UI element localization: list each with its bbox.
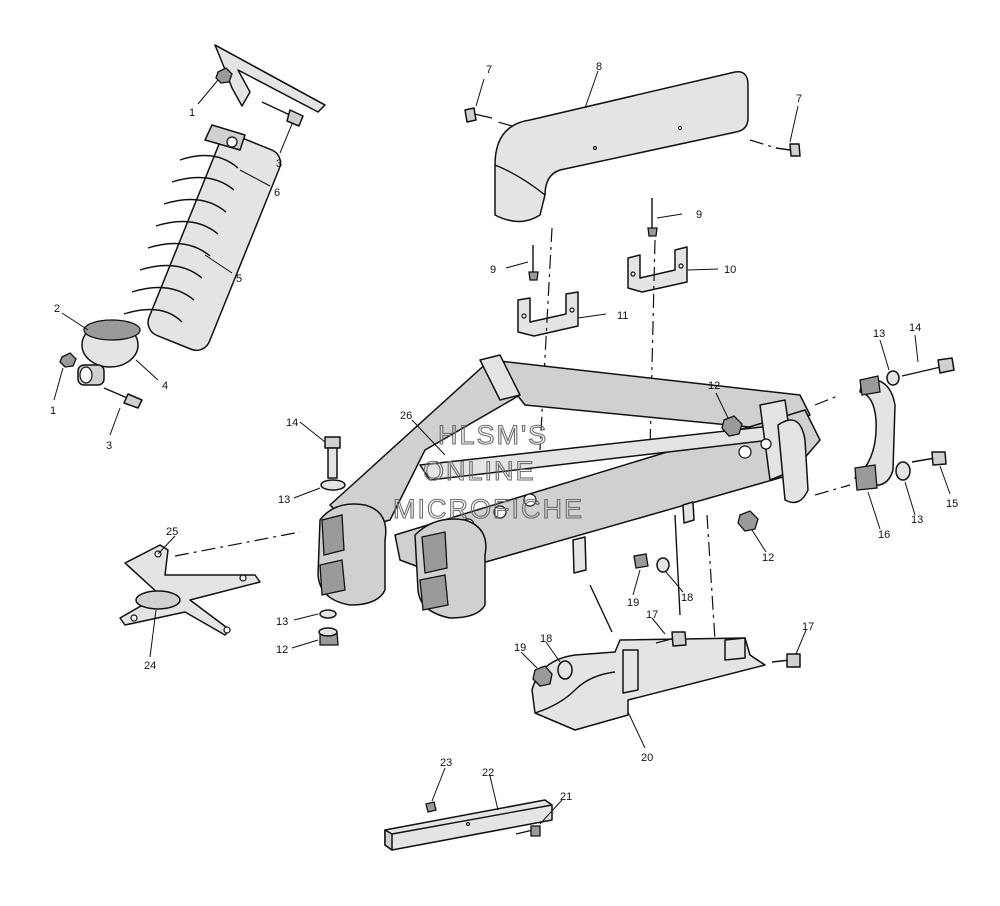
right-pivot-clamp: [414, 518, 487, 619]
watermark-line-2: ONLINE: [423, 456, 536, 486]
callout-12-left-lower: 12: [276, 644, 288, 656]
callout-4: 4: [162, 380, 168, 392]
rear-cover: [494, 71, 749, 223]
callout-1-upper: 1: [189, 107, 195, 119]
callout-9-upper: 9: [696, 209, 702, 221]
upper-mount-nut: [215, 67, 233, 84]
callout-13-left-upper: 13: [278, 494, 290, 506]
callout-14-right: 14: [909, 322, 921, 334]
nut-23: [425, 801, 437, 813]
callout-17-lower: 17: [802, 621, 814, 633]
callout-13-top-right: 13: [873, 328, 885, 340]
callout-10: 10: [724, 264, 736, 276]
shock-spring: [123, 134, 282, 352]
tab-line-left: [589, 584, 613, 633]
callout-1-lower: 1: [50, 405, 56, 417]
callout-13-right-lower: 13: [911, 514, 923, 526]
washer-18-lower: [557, 660, 573, 680]
callout-5: 5: [236, 273, 242, 285]
x-bracket-hub: [135, 590, 181, 610]
watermark-line-3: MICROFICHE: [393, 494, 584, 524]
shock-lower-eye: [77, 364, 105, 386]
bolt-14-right: [886, 357, 955, 386]
upper-mount-bolt: [261, 101, 304, 127]
lower-u-bracket: [517, 291, 579, 337]
shock-top-eye: [204, 124, 246, 151]
lower-bar: [384, 799, 553, 851]
clamp-dash-bottom: [814, 484, 851, 496]
left-pivot-clamp: [317, 503, 387, 606]
callout-18-upper: 18: [681, 592, 693, 604]
callout-19-lower: 19: [514, 642, 526, 654]
shock-lower-body: [81, 319, 141, 368]
bolt-17-lower: [771, 653, 801, 668]
callout-21: 21: [560, 791, 572, 803]
callout-3-upper: 3: [276, 158, 282, 170]
tab-line-right: [674, 514, 681, 616]
callout-23: 23: [440, 757, 452, 769]
callout-20: 20: [641, 752, 653, 764]
lower-axle-cover: [531, 637, 766, 731]
nut-12-lower: [737, 510, 759, 532]
bracket-screw-lower: [528, 245, 539, 281]
lower-mount-nut: [59, 352, 77, 368]
callout-17-upper: 17: [646, 609, 658, 621]
callout-15: 15: [946, 498, 958, 510]
callout-8: 8: [596, 61, 602, 73]
callout-7-right: 7: [796, 93, 802, 105]
callout-24: 24: [144, 660, 156, 672]
x-bracket: [119, 544, 261, 636]
callout-14-left: 14: [286, 417, 298, 429]
callout-16: 16: [878, 529, 890, 541]
lower-mount-bolt: [103, 387, 143, 409]
watermark-line-1: HLSM'S: [438, 420, 548, 450]
watermark: HLSM'S ONLINE MICROFICHE: [392, 419, 584, 524]
cover-dash-lower: [706, 514, 716, 641]
washer-13-upper-left: [320, 479, 346, 491]
nut-19-upper: [633, 553, 649, 569]
nut-19-lower: [532, 665, 553, 687]
washer-13-lower-left: [319, 609, 337, 619]
washer-18-upper: [656, 557, 670, 573]
xbracket-dash: [174, 531, 301, 557]
callout-19-upper: 19: [627, 597, 639, 609]
cover-bolt-right: [775, 143, 801, 157]
callout-22: 22: [482, 767, 494, 779]
bolt-14-left: [324, 436, 341, 479]
callout-18-lower: 18: [540, 633, 552, 645]
callouts: 1 3 6 5 2 4 1 3 7 8 7 9 9 10 11 13 14 12…: [50, 61, 958, 803]
callout-7-left: 7: [486, 64, 492, 76]
clamp-dash-top: [814, 394, 841, 406]
cover-bolt-left: [464, 107, 493, 123]
screw-21: [515, 825, 541, 837]
bracket-dash-right: [649, 239, 656, 451]
callout-6: 6: [274, 187, 280, 199]
callout-12-upper: 12: [708, 380, 720, 392]
bracket-screw-upper: [647, 198, 658, 237]
rear-axle-housing: [777, 419, 809, 504]
rear-clamp-half: [854, 375, 896, 491]
upper-u-bracket: [627, 246, 688, 293]
callout-13-left-lower: 13: [276, 616, 288, 628]
upper-mount-bracket: [214, 44, 326, 113]
callout-3-lower: 3: [106, 440, 112, 452]
callout-25: 25: [166, 526, 178, 538]
bolt-17-upper: [655, 631, 687, 647]
callout-2: 2: [54, 303, 60, 315]
leader-lines: [53, 70, 951, 825]
bracket-dash-left: [539, 227, 553, 451]
bolt-15: [911, 451, 947, 466]
swing-arm-frame: [329, 354, 821, 576]
callout-11: 11: [617, 310, 628, 322]
washer-13-right: [895, 461, 911, 481]
cover-dash-right: [749, 139, 777, 149]
cover-tabs: [572, 501, 695, 574]
callout-12-lower-right: 12: [762, 552, 774, 564]
nut-12-lower-left: [318, 627, 339, 646]
nut-12-upper: [721, 415, 743, 437]
callout-26: 26: [400, 410, 412, 422]
cover-dash-left: [497, 121, 513, 127]
callout-9-lower: 9: [490, 264, 496, 276]
